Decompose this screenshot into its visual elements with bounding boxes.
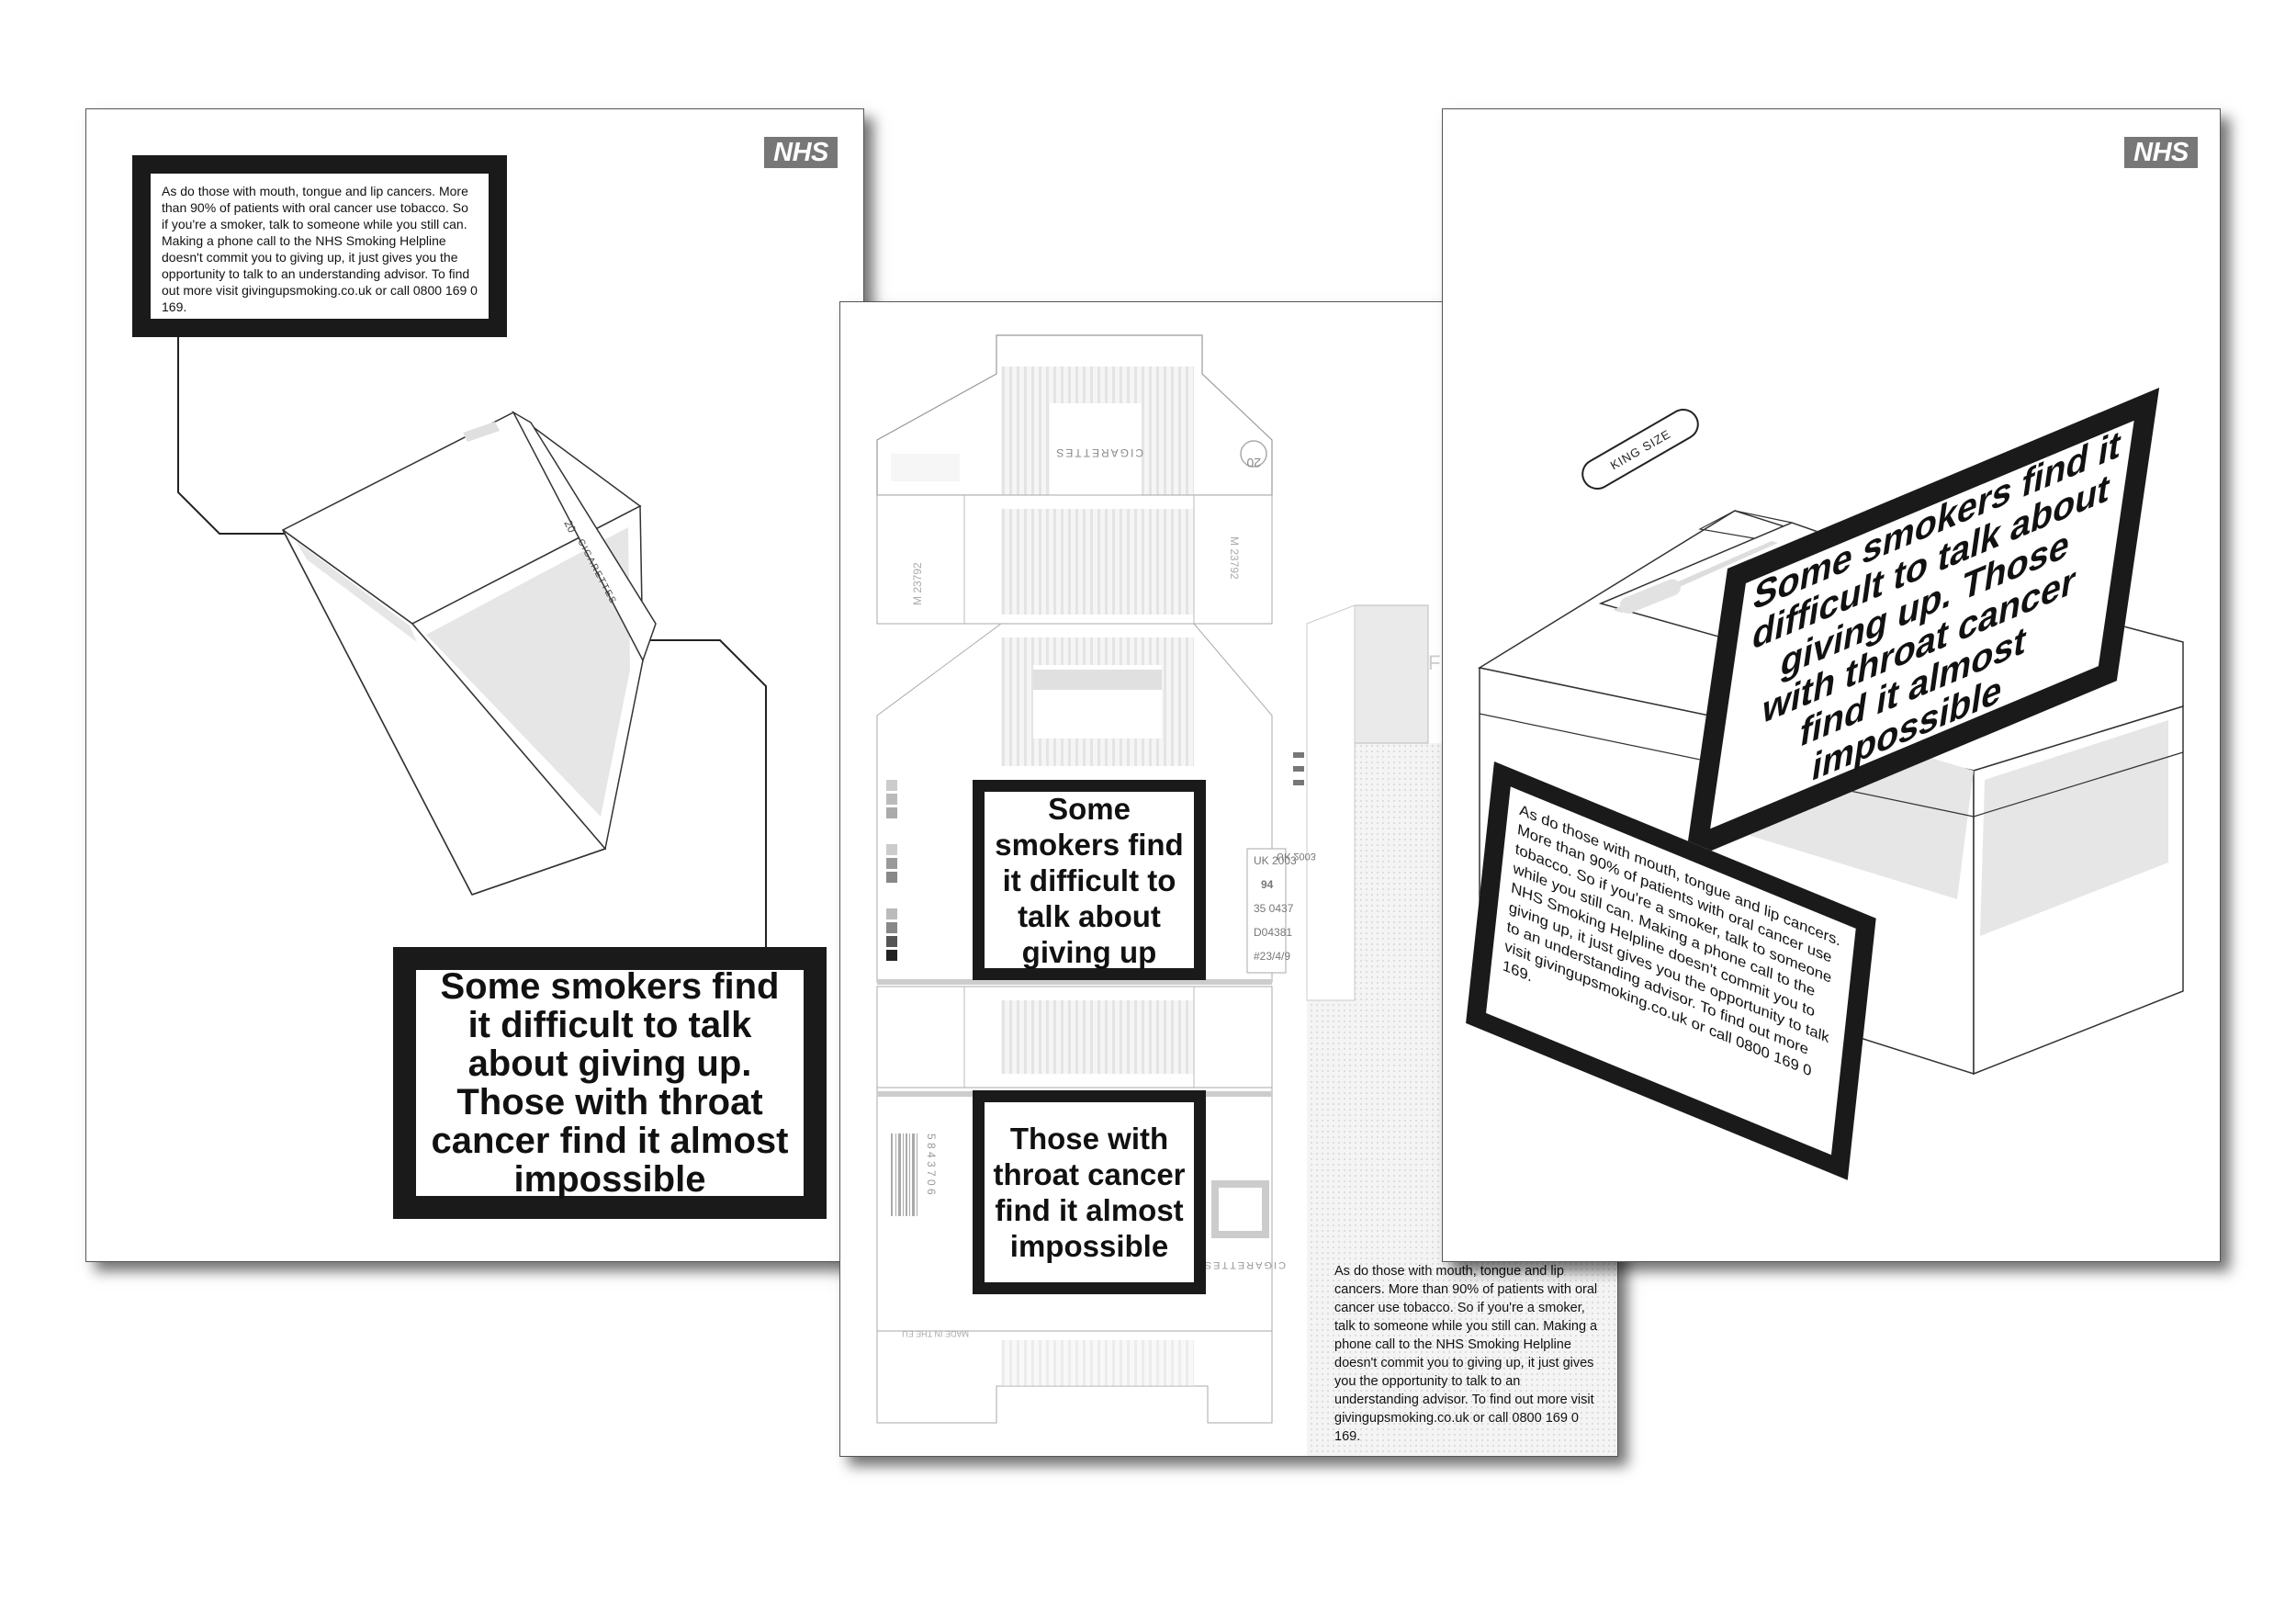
- warning-text: Some smokers find it difficult to talk a…: [431, 966, 789, 1200]
- side-code: D04381: [1254, 926, 1292, 939]
- flap-label: CIGARETTES: [1054, 446, 1143, 459]
- side-code-left: M 23792: [911, 562, 924, 605]
- left-pack-illustration: 20 CIGARETTES: [177, 337, 767, 947]
- nhs-logo: NHS: [764, 137, 838, 168]
- side-code: #23/4/9: [1254, 950, 1290, 963]
- nhs-logo: NHS: [2124, 137, 2198, 168]
- left-poster: NHS As do those with mouth, tongue and l…: [85, 108, 864, 1262]
- front-warning-box: Some smokers find it difficult to talk a…: [973, 780, 1206, 980]
- info-text-box: As do those with mouth, tongue and lip c…: [132, 155, 507, 337]
- front-warning-text: Some smokers find it difficult to talk a…: [995, 791, 1184, 969]
- info-text: As do those with mouth, tongue and lip c…: [162, 184, 478, 314]
- bottom-label: CIGARETTES: [1203, 1259, 1286, 1270]
- side-code: 35 0437: [1254, 902, 1294, 915]
- info-text: As do those with mouth, tongue and lip c…: [1334, 1264, 1598, 1444]
- side-code: UK 2003: [1277, 851, 1316, 862]
- warning-box: Some smokers find it difficult to talk a…: [393, 947, 827, 1219]
- pack-count: 20: [561, 518, 579, 536]
- made-in: MADE IN THE EU: [902, 1329, 969, 1338]
- back-warning-box: Those with throat cancer find it almost …: [973, 1090, 1206, 1294]
- back-warning-text: Those with throat cancer find it almost …: [993, 1122, 1186, 1263]
- side-code: 94: [1261, 878, 1274, 891]
- right-poster: NHS KING SIZE Some smokers find it diffi…: [1442, 108, 2221, 1262]
- side-code: UK 2003: [1254, 854, 1297, 867]
- side-code-right: M 23792: [1228, 536, 1241, 580]
- middle-poster: F CIGARETTES 20 M 23792 M 23792: [839, 301, 1618, 1457]
- svg-text:F: F: [1428, 651, 1440, 674]
- flap-count: 20: [1246, 456, 1261, 470]
- side-code-column: UK 2003: [1246, 848, 1316, 974]
- barcode-digits: 5 8 4 3 7 0 6: [925, 1133, 938, 1195]
